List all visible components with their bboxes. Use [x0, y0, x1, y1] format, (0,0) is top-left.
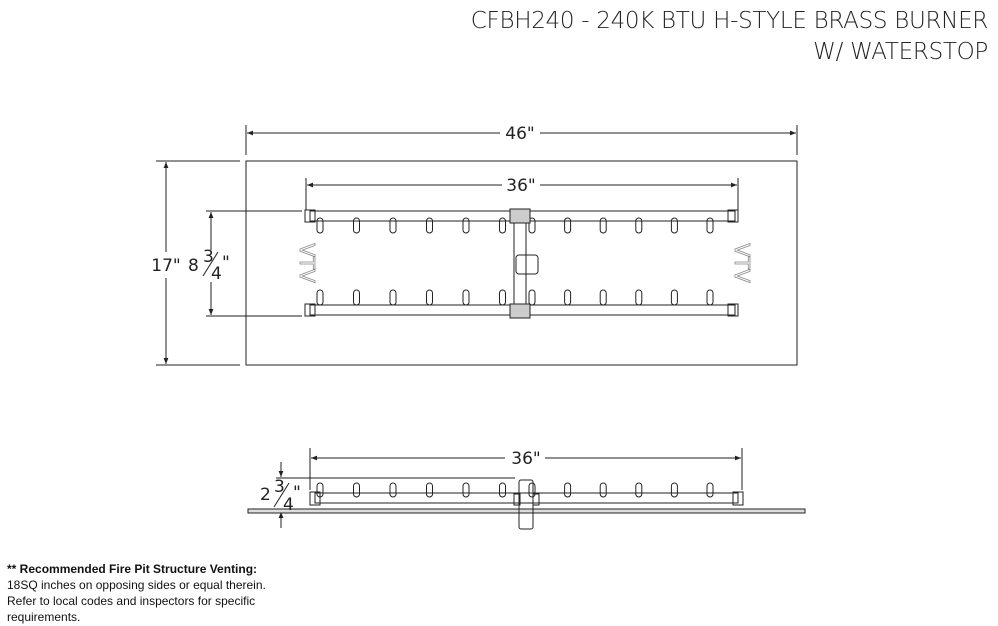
burner-port — [316, 482, 324, 498]
burner-port — [353, 289, 360, 306]
fire-pit-outline — [245, 160, 798, 366]
end-cap — [732, 491, 744, 506]
burner-port — [389, 482, 397, 498]
burner-port — [316, 289, 324, 306]
burner-port — [528, 482, 536, 498]
vtv-logo: VTV — [295, 243, 319, 283]
dim-burner-spacing: 8 3 4 " — [188, 247, 230, 284]
burner-port — [599, 289, 607, 306]
venting-note: ** Recommended Fire Pit Structure Ventin… — [7, 561, 266, 625]
burner-port — [528, 289, 536, 306]
burner-port — [353, 217, 360, 234]
burner-port — [564, 482, 572, 498]
title-line-2: W/ WATERSTOP — [813, 39, 988, 65]
end-cap — [727, 209, 739, 223]
end-cap — [727, 303, 739, 317]
vtv-logo: VTV — [730, 243, 754, 283]
burner-port — [389, 289, 397, 306]
note-line-3: requirements. — [7, 610, 81, 624]
burner-port — [316, 217, 324, 234]
burner-port — [706, 289, 714, 306]
burner-port — [635, 217, 643, 234]
burner-port — [564, 289, 572, 306]
burner-port — [670, 289, 678, 306]
end-cap — [304, 209, 316, 223]
burner-port — [564, 217, 572, 234]
h-burner: VTV VTV — [295, 208, 754, 319]
burner-port — [426, 289, 433, 306]
end-cap — [304, 303, 316, 317]
burner-side-view — [309, 479, 744, 530]
title-line-1: CFBH240 - 240K BTU H-STYLE BRASS BURNER — [470, 8, 989, 34]
note-heading: ** Recommended Fire Pit Structure Ventin… — [7, 562, 258, 576]
svg-text:3: 3 — [274, 477, 285, 497]
fitting — [513, 493, 521, 506]
note-line-2: Refer to local codes and inspectors for … — [7, 594, 256, 608]
burner-port — [462, 217, 470, 234]
burner-port — [706, 482, 714, 498]
burner-port — [599, 217, 607, 234]
burner-port — [670, 217, 678, 234]
dim-overall-width: 46" — [505, 124, 534, 144]
drawing-title: CFBH240 - 240K BTU H-STYLE BRASS BURNER … — [470, 6, 989, 68]
burner-port — [353, 482, 360, 498]
burner-port — [670, 482, 678, 498]
end-cap — [309, 491, 321, 506]
burner-port — [528, 217, 536, 234]
burner-port — [426, 217, 433, 234]
burner-port — [635, 482, 643, 498]
dim-burner-width: 36" — [506, 176, 535, 196]
svg-text:8: 8 — [188, 256, 199, 276]
note-line-1: 18SQ inches on opposing sides or equal t… — [7, 578, 266, 592]
dim-burner-height: 2 3 4 " — [260, 477, 301, 515]
burner-port — [499, 289, 506, 306]
burner-port — [599, 482, 607, 498]
tee-fitting — [509, 208, 531, 224]
burner-port — [426, 482, 433, 498]
burner-port — [706, 217, 714, 234]
gas-valve — [518, 479, 534, 530]
burner-port — [499, 217, 506, 234]
svg-text:4: 4 — [211, 264, 222, 284]
burner-port — [462, 289, 470, 306]
svg-text:4: 4 — [283, 495, 294, 515]
dim-side-burner-width: 36" — [511, 449, 540, 469]
dim-overall-depth: 17" — [151, 256, 180, 276]
gas-inlet — [515, 254, 539, 275]
side-pipe — [314, 492, 739, 504]
burner-port — [635, 289, 643, 306]
tee-fitting — [509, 303, 531, 319]
burner-port — [462, 482, 470, 498]
ground-plate — [247, 508, 806, 514]
svg-text:3: 3 — [203, 247, 214, 267]
burner-port — [389, 217, 397, 234]
fitting — [532, 493, 540, 506]
svg-text:2: 2 — [260, 485, 271, 505]
svg-text:": " — [222, 253, 230, 273]
svg-text:": " — [293, 483, 301, 503]
burner-port — [499, 482, 506, 498]
